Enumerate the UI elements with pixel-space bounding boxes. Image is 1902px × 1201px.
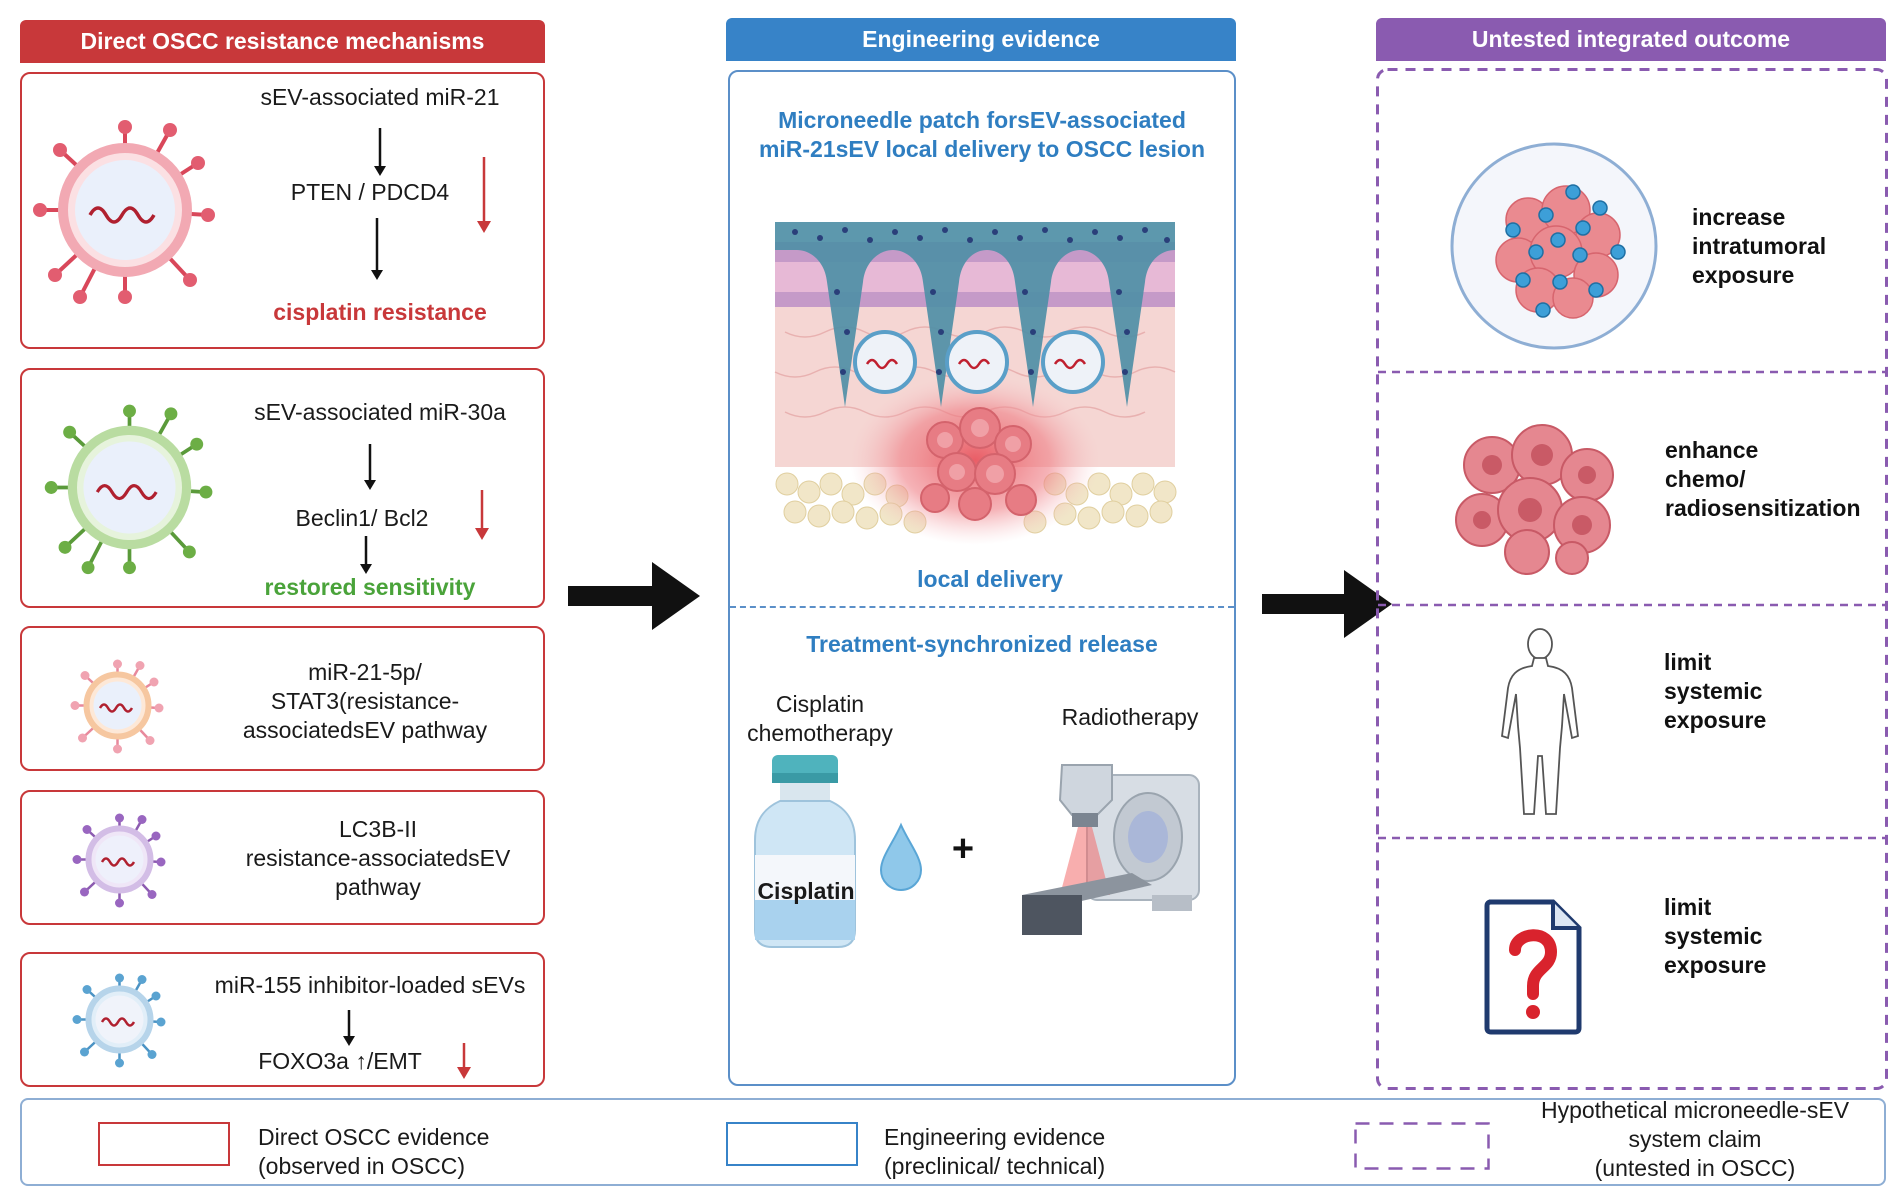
section-divider [730,606,1234,608]
down-arrow [360,536,372,574]
microneedle-patch-illustration [774,222,1177,545]
sev-vesicle-icon-green [44,404,213,575]
legend-hypothetical-line2: system claim [1628,1126,1762,1152]
legend-engineering-line2: (preclinical/ technical) [884,1153,1106,1179]
decrease-arrow [477,157,491,233]
mir21-5p-line2: STAT3(resistance- [270,688,460,714]
outcome4-line1: limit [1664,894,1712,920]
lc3b-line1: LC3B-II [339,816,417,842]
question-document-icon [1484,899,1582,1035]
mir30a-label: sEV-associated miR-30a [254,399,506,425]
flow-arrow-right [568,562,700,630]
outcome2-line2: chemo/ [1665,466,1746,492]
outcome3-line2: systemic [1664,678,1763,704]
right-panel-header: Untested integrated outcome [1376,18,1886,61]
legend-swatch-direct [98,1122,230,1166]
cisplatin-bottle-icon [754,755,856,948]
droplet-icon [879,822,923,891]
outcome3-line1: limit [1664,649,1712,675]
outcome3-line3: exposure [1664,707,1767,733]
legend-engineering-line1: Engineering evidence [884,1124,1106,1150]
legend-box [20,1098,1886,1186]
outcome1-line2: intratumoral [1692,233,1827,259]
radiotherapy-label: Radiotherapy [1061,704,1199,730]
outcome2-line3: radiosensitization [1665,495,1861,521]
microneedle-title-line1: Microneedle patch forsEV-associated [778,107,1186,133]
foxo3a-emt-label: FOXO3a ↑/EMT [258,1048,422,1074]
tumor-sphere-icon [1450,142,1658,350]
beclin-bcl2-label: Beclin1/ Bcl2 [295,505,429,531]
lc3b-line2: resistance-associatedsEV [245,845,511,871]
cisplatin-resistance-label: cisplatin resistance [273,299,487,325]
mir21-5p-line1: miR-21-5p/ [308,659,422,685]
bottle-label: Cisplatin [757,878,855,904]
sev-vesicle-icon-purple [72,813,166,908]
legend-hypothetical-line3: (untested in OSCC) [1594,1155,1796,1181]
outcome2-line1: enhance [1665,437,1759,463]
sev-vesicle-icon-blue [72,973,166,1068]
plus-sign: + [951,828,975,870]
sev-vesicle-icon-red [33,120,215,304]
outcome4-line2: systemic [1664,923,1763,949]
lc3b-line3: pathway [335,874,421,900]
chemo-label-line1: Cisplatin [775,691,865,717]
chemo-label-line2: chemotherapy [747,720,893,746]
human-body-icon [1501,628,1579,815]
down-arrow [343,1010,355,1046]
legend-swatch-hypothetical [1354,1122,1490,1170]
tumor-cell-cluster-icon [1455,424,1614,575]
mir21-label: sEV-associated miR-21 [260,84,500,110]
down-arrow [374,128,386,176]
left-panel-header: Direct OSCC resistance mechanisms [20,20,545,63]
sev-vesicle-icon-orange [70,659,164,754]
outcome1-line3: exposure [1692,262,1795,288]
down-arrow [371,218,383,280]
mir21-5p-line3: associatedsEV pathway [242,717,488,743]
local-delivery-label: local delivery [917,566,1063,592]
legend-swatch-engineering [726,1122,858,1166]
radiotherapy-machine-icon [1022,764,1200,935]
legend-direct-line2: (observed in OSCC) [258,1153,466,1179]
middle-panel-header: Engineering evidence [726,18,1236,61]
down-arrow [364,444,376,490]
mir155-label: miR-155 inhibitor-loaded sEVs [214,972,526,998]
pten-pdcd4-label: PTEN / PDCD4 [290,179,450,205]
decrease-arrow [475,490,489,540]
legend-hypothetical-line1: Hypothetical microneedle-sEV [1540,1097,1850,1123]
microneedle-title-line2: miR-21sEV local delivery to OSCC lesion [758,136,1206,162]
hypothetical-outcome-box [1376,68,1888,1090]
restored-sensitivity-label: restored sensitivity [264,574,476,600]
outcome1-line1: increase [1692,204,1786,230]
outcome4-line3: exposure [1664,952,1767,978]
release-title: Treatment-synchronized release [806,631,1158,657]
legend-direct-line1: Direct OSCC evidence [258,1124,490,1150]
flow-arrow-right [1262,570,1392,638]
decrease-arrow [457,1043,471,1079]
